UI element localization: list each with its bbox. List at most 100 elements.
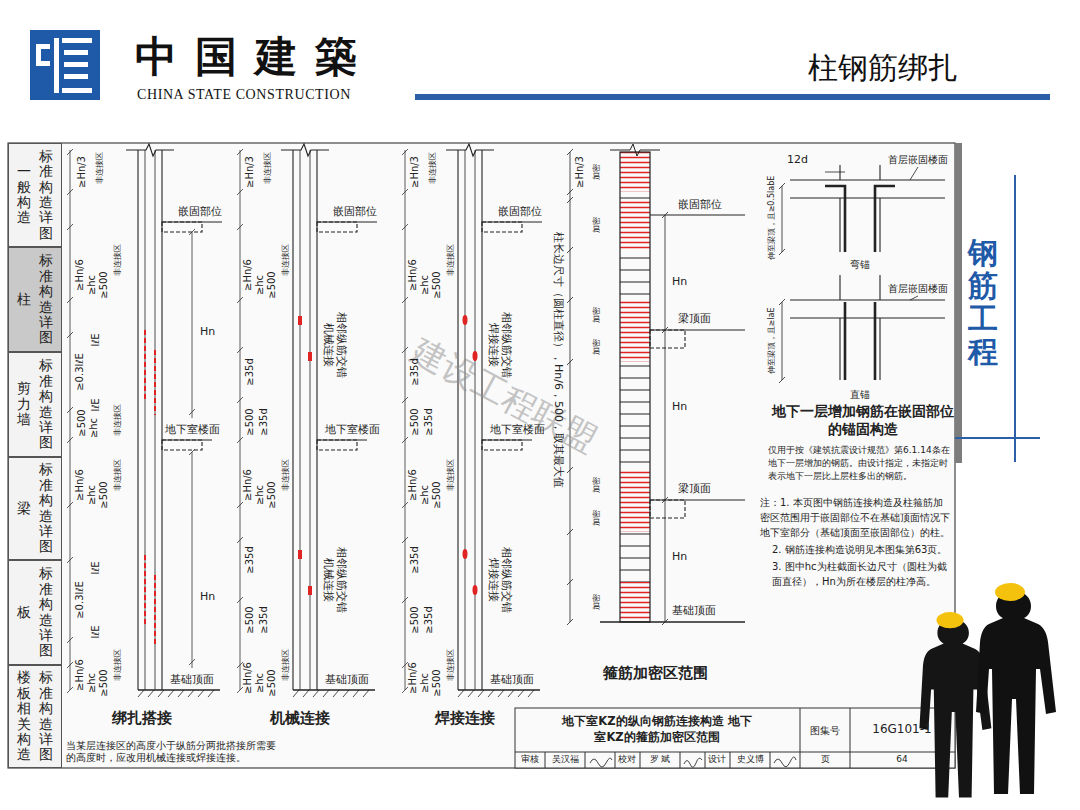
worker-figures — [976, 592, 1056, 794]
dimension-label: ≥35d — [259, 408, 269, 435]
dimension-label: 非连接区 — [114, 459, 122, 491]
title-block — [850, 708, 851, 768]
drawing-label: 基础顶面 — [170, 673, 214, 687]
dimension-label: lℓE — [91, 333, 101, 346]
anchorage-detail — [910, 296, 918, 300]
dimension-label: ≥Hn/3 — [245, 156, 255, 188]
drawing-label: 地下一层增加钢筋在嵌固部位的锚固构造 — [770, 403, 955, 438]
lap-splice — [145, 330, 155, 645]
anchorage-detail — [839, 198, 840, 252]
title-block — [515, 708, 955, 768]
level-line — [650, 500, 685, 518]
drawing-label: 地下室楼面 — [165, 423, 220, 437]
drawing-label: Hn — [672, 400, 687, 414]
dimension-label: 伸至梁顶，且≥laE — [768, 308, 776, 375]
anchorage-detail — [879, 275, 880, 300]
dimension-label: ≥Hn/6 — [408, 662, 418, 694]
tab-text: 标准构造详图 — [39, 149, 53, 241]
dimension-line — [402, 149, 408, 693]
stirrup-column — [620, 532, 650, 582]
annotation: 相邻纵筋交错机械连接 — [322, 545, 348, 615]
drawing-label: 地下室楼面 — [490, 423, 545, 437]
dimension-label: 加密 — [593, 307, 601, 323]
stirrup-column — [620, 192, 650, 200]
dimension-label: ≥35d — [245, 546, 255, 573]
mechanical-coupler — [308, 586, 312, 595]
company-logo — [62, 38, 92, 43]
worker-figures — [919, 583, 1056, 798]
tab-text: 梁 — [17, 501, 31, 516]
dimension-label: 非连接区 — [282, 244, 290, 276]
company-logo — [64, 50, 88, 79]
anchorage-detail — [879, 198, 880, 252]
dimension-label: ≥35d — [259, 606, 269, 633]
anchorage-detail — [779, 299, 785, 383]
title-block-cell: 图集号 — [810, 724, 840, 737]
dimension-label: ≥500 — [99, 271, 109, 298]
level-line — [567, 149, 745, 625]
anchorage-detail — [782, 186, 783, 252]
column-drawing — [126, 144, 542, 697]
drawing-label: 首层嵌固楼面 — [888, 282, 948, 295]
dimension-label: ≥35d — [410, 358, 420, 385]
title-block — [590, 758, 612, 767]
dimension-label: 非连接区 — [114, 244, 122, 276]
dimension-label: ≥hc — [420, 673, 430, 693]
drawing-label: 注：1. 本页图中钢筋连接构造及柱箍筋加密区范围用于嵌固部位不在基础顶面情况下地… — [760, 495, 952, 540]
company-logo — [30, 30, 100, 100]
tab-text: 楼板相关构造 — [17, 670, 31, 762]
side-decoration — [955, 437, 1040, 439]
tab-text: 剪力墙 — [17, 381, 31, 427]
mechanical-coupler — [298, 316, 302, 325]
lap-splice — [144, 555, 146, 625]
dimension-label: ≥0.3lℓE — [75, 581, 85, 619]
level-line — [570, 152, 571, 622]
drawing-label: 基础顶面 — [490, 673, 534, 687]
title-block — [545, 752, 546, 768]
dimension-label: ≥hc — [87, 485, 97, 505]
drawing-label: 中国建築 — [135, 30, 375, 85]
drawing-label: 嵌固部位 — [178, 205, 222, 219]
dimension-line — [189, 229, 195, 665]
drawing-label: 梁顶面 — [678, 482, 711, 496]
dimension-label: ≥500 — [432, 669, 442, 696]
drawing-label: Hn — [200, 590, 215, 604]
dimension-line — [192, 452, 193, 668]
drawing-label: 基础顶面 — [325, 673, 369, 687]
drawing-label: 当某层连接区的高度小于纵筋分两批搭接所需要的高度时，应改用机械连接或焊接连接。 — [66, 740, 276, 765]
dimension-label: ≥Hn/6 — [243, 469, 253, 501]
dimension-label: 伸至梁顶，且≥0.5labE — [768, 176, 776, 261]
annotation: 相邻纵筋交错焊接连接 — [487, 545, 513, 615]
stirrup-column — [620, 250, 650, 300]
anchorage-detail — [790, 197, 945, 198]
tab-text: 柱 — [17, 292, 31, 307]
anchorage-detail — [782, 302, 783, 380]
dimension-label: lℓE — [91, 398, 101, 411]
weld-mark — [463, 315, 468, 325]
drawing-label: 首层嵌固楼面 — [888, 153, 948, 166]
title-block-cell: 页 — [821, 754, 830, 766]
anchorage-detail — [779, 183, 785, 255]
title-block-cell: 16G101-1 — [872, 722, 931, 738]
lap-splice — [154, 350, 156, 415]
stirrup-column — [620, 200, 650, 250]
dimension-line — [192, 232, 193, 418]
dimension-label: 加密 — [593, 510, 601, 526]
drawing-label: 机械连接 — [270, 709, 330, 729]
dimension-label: ≥hc — [87, 275, 97, 295]
tab-text: 标准构造详图 — [39, 670, 53, 762]
anchorage-detail — [839, 275, 840, 300]
annotation: 柱长边尺寸（圆柱直径），Hn/6，500，取其最大值 — [551, 232, 564, 488]
drawing-label: 基础顶面 — [672, 604, 716, 618]
anchorage-detail — [879, 318, 880, 380]
dimension-label: ≥Hn/6 — [75, 659, 85, 691]
section-tab: 楼板相关构造标准构造详图 — [8, 665, 62, 768]
title-block-cell: 地下室KZ的纵向钢筋连接构造 地下室KZ的箍筋加密区范围 — [557, 714, 757, 745]
anchorage-detail — [790, 179, 945, 180]
drawing-label: 嵌固部位 — [333, 205, 377, 219]
stirrup-column — [620, 152, 650, 622]
title-block — [770, 752, 771, 768]
dimension-label: ≥500 — [267, 481, 277, 508]
dimension-label: ≥500 — [267, 669, 277, 696]
title-block — [680, 752, 681, 768]
